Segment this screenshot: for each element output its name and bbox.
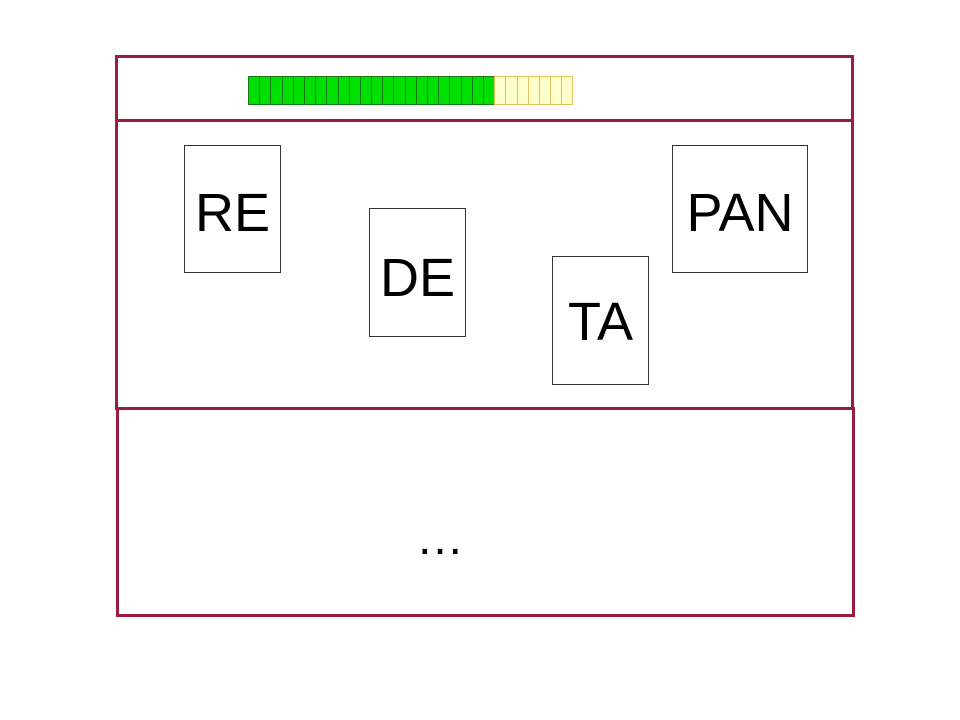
answer-placeholder: … (416, 512, 464, 565)
answer-panel[interactable] (116, 407, 855, 617)
progress-segment-empty (561, 76, 574, 105)
syllable-label: DE (379, 248, 455, 308)
syllable-label: RE (194, 183, 270, 243)
syllable-card-pan[interactable]: PAN (672, 145, 808, 273)
progress-bar (248, 76, 574, 105)
syllable-label: TA (568, 292, 633, 352)
syllable-label: PAN (686, 183, 794, 243)
syllable-card-ta[interactable]: TA (552, 256, 649, 385)
syllable-card-de[interactable]: DE (369, 208, 466, 337)
syllable-card-re[interactable]: RE (184, 145, 281, 273)
